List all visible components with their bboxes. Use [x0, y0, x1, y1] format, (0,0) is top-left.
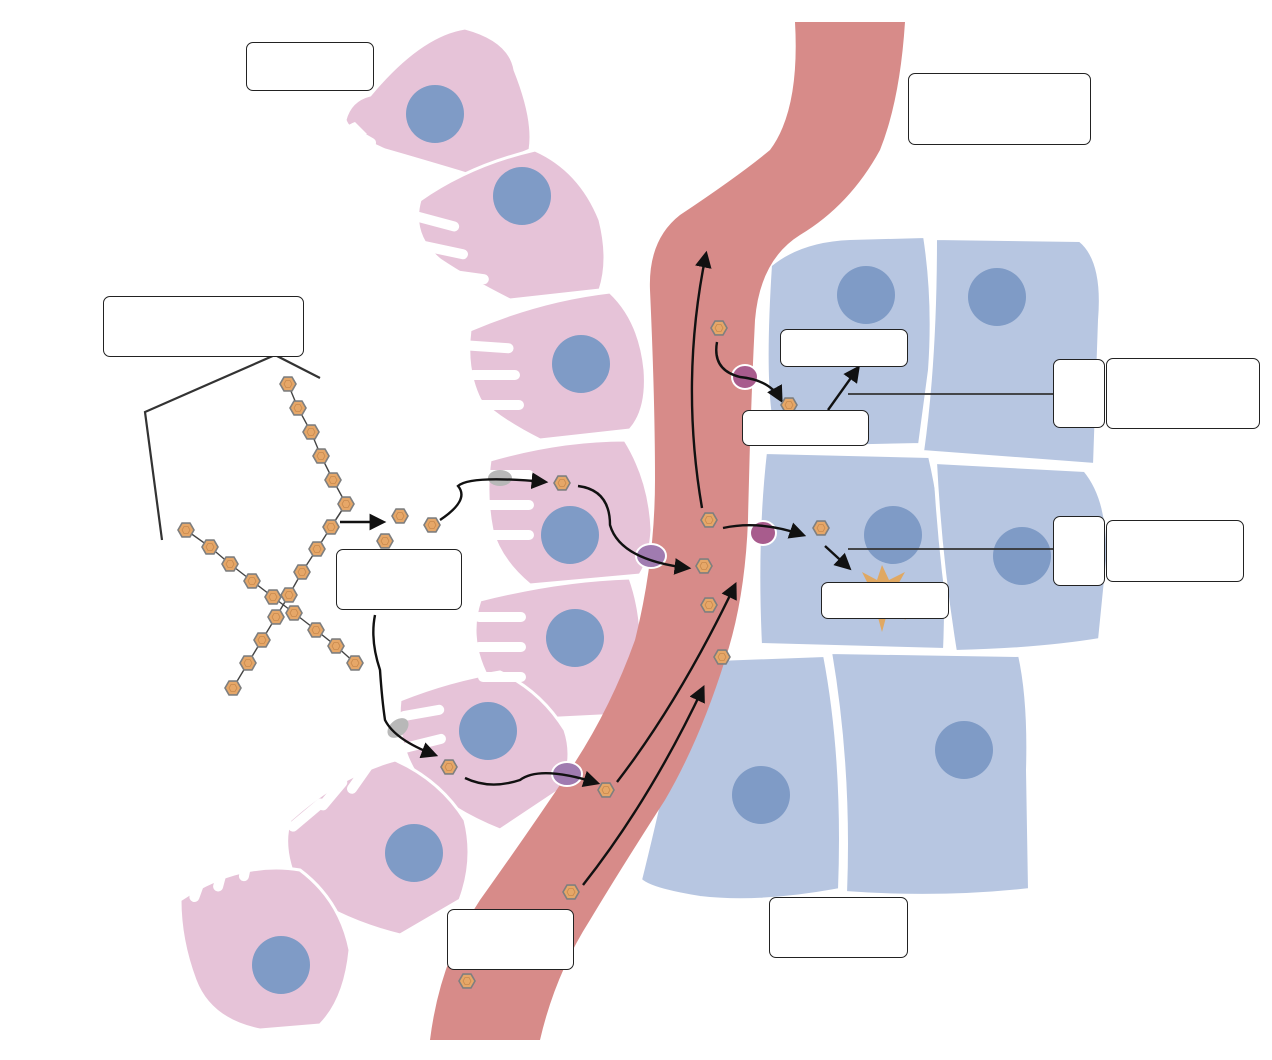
arrow-blood-flow [690, 250, 712, 509]
nucleus [732, 766, 790, 824]
label-blood-glucose[interactable] [447, 909, 574, 970]
label-respiration-cell-name[interactable] [1106, 520, 1244, 582]
nucleus [493, 167, 551, 225]
nucleus [406, 85, 464, 143]
tissue-cell [827, 649, 1033, 898]
arrow-blood-up-2 [582, 684, 705, 886]
nucleus [252, 936, 310, 994]
label-glucose-monomer[interactable] [336, 549, 462, 610]
transporter-gray [488, 470, 512, 486]
arrow-to-respiration [722, 522, 807, 539]
arrow-to-lower-cell [372, 614, 439, 759]
arrow-storage-product [827, 365, 860, 411]
label-respiration-product[interactable] [821, 582, 949, 619]
nucleus [864, 506, 922, 564]
arrow-lower-to-blood [464, 770, 601, 787]
polysaccharide [177, 376, 364, 696]
nucleus [541, 506, 599, 564]
arrow-blood-up-1 [616, 581, 737, 783]
nucleus [385, 824, 443, 882]
label-blood-vessel[interactable] [908, 73, 1091, 145]
arrow-into-epithelium [439, 472, 549, 521]
label-polysaccharide[interactable] [103, 296, 304, 357]
label-storage-cell-letter[interactable] [1053, 359, 1105, 428]
epithelial-cell [416, 148, 607, 302]
tissue-cell [756, 449, 948, 653]
label-storage-reaction[interactable] [742, 410, 869, 446]
label-respiration-letter[interactable] [1053, 516, 1105, 586]
nucleus [837, 266, 895, 324]
nucleus [968, 268, 1026, 326]
nucleus [993, 527, 1051, 585]
label-storage-cell-name[interactable] [1106, 358, 1260, 429]
blood-vessel [430, 22, 905, 1040]
transporter-gray [387, 718, 409, 738]
arrow-to-storage [715, 341, 783, 403]
leader-lines [848, 393, 1053, 550]
microvilli [189, 119, 534, 903]
label-body-cells[interactable] [769, 897, 908, 958]
nucleus [935, 721, 993, 779]
arrows [340, 250, 860, 886]
nucleus [552, 335, 610, 393]
arrow-into-blood [577, 484, 692, 575]
label-epithelium[interactable] [246, 42, 374, 91]
label-storage-product[interactable] [780, 329, 908, 367]
polysaccharide-bracket [143, 353, 321, 541]
nucleus [546, 609, 604, 667]
nucleus [459, 702, 517, 760]
epithelial-nuclei [252, 85, 610, 994]
arrow-respiration-step [824, 545, 852, 571]
